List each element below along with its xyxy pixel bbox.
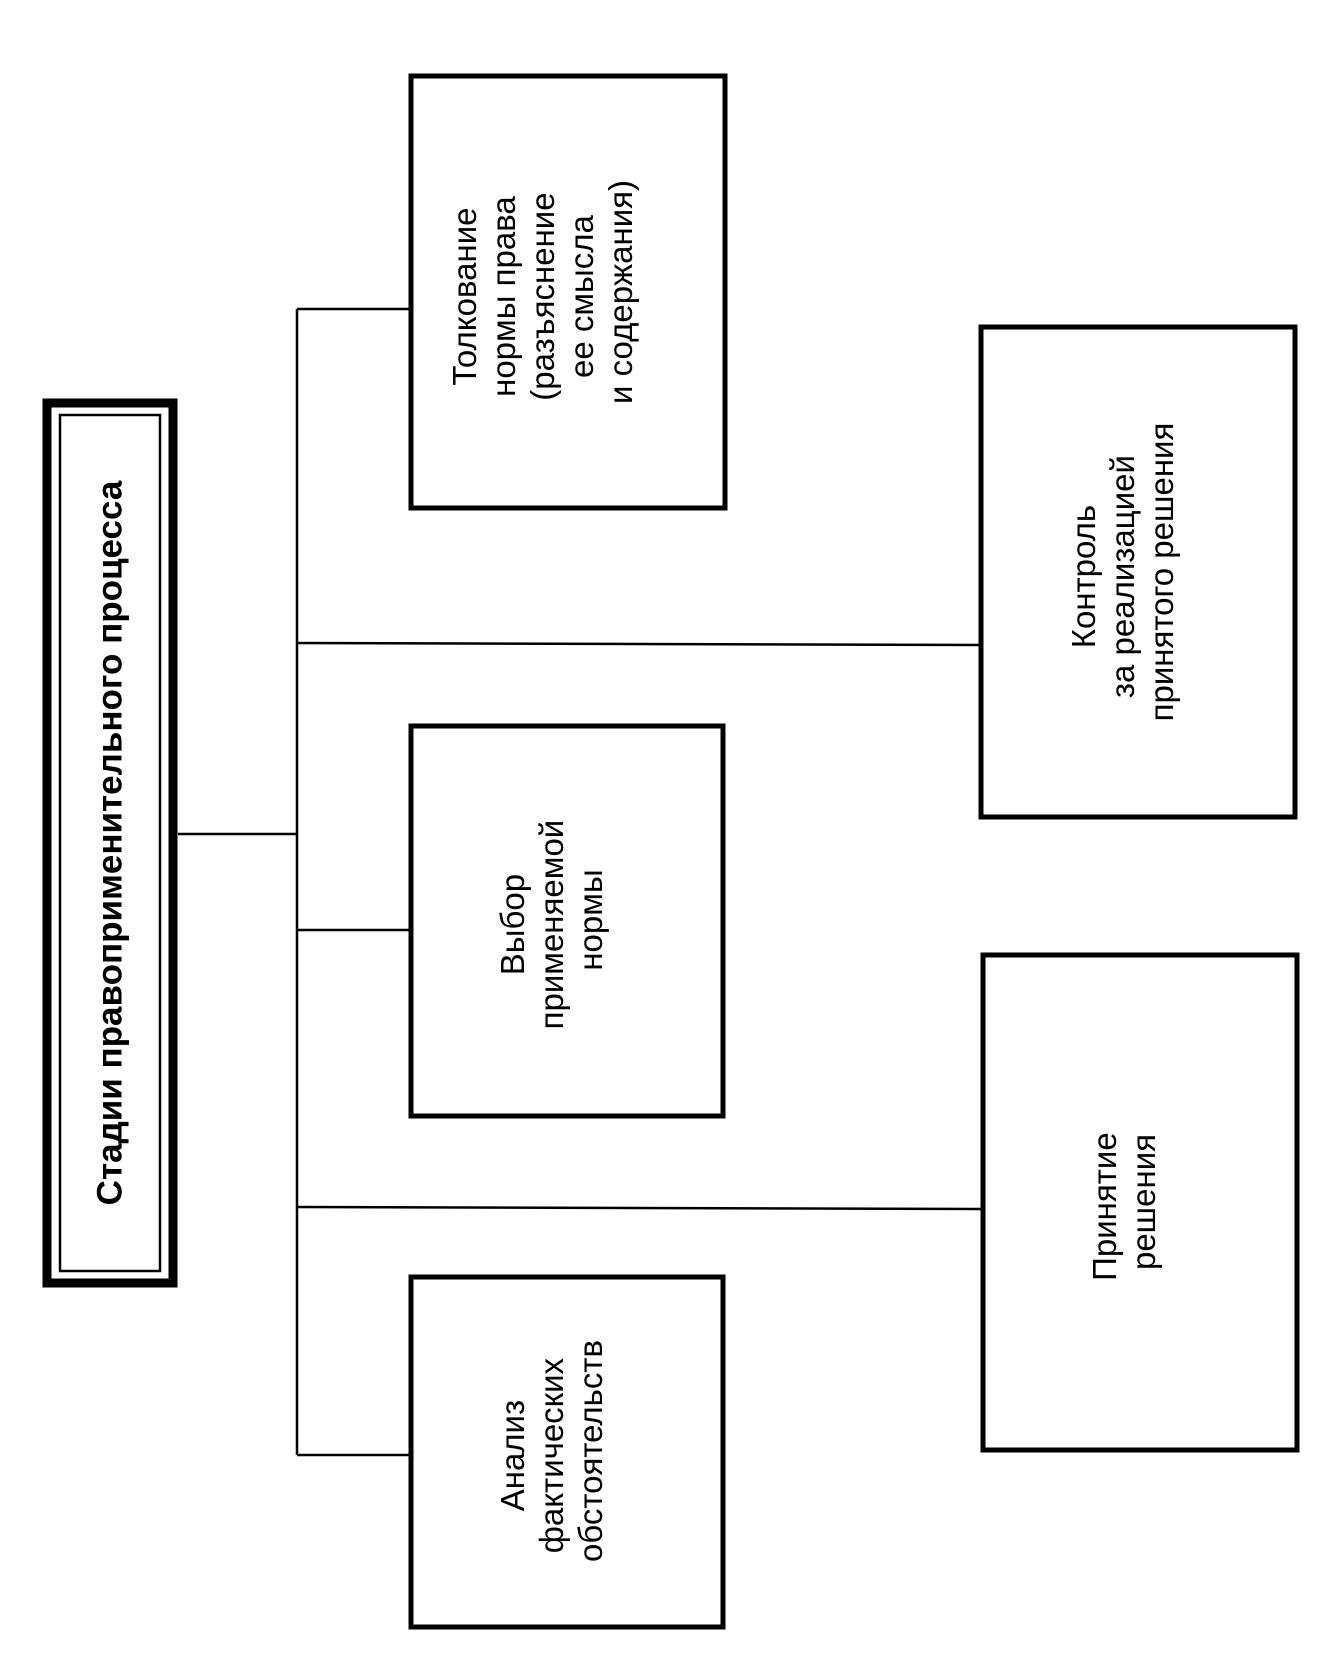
title-frame-inner: [58, 413, 162, 1273]
stage-interpretation-line: (разъяснение: [524, 192, 561, 400]
stage-control-label: Контроль за реализацией принятого решени…: [1065, 423, 1180, 722]
stage-choice-line: нормы: [572, 869, 609, 970]
stage-interpretation-line: ее смысла: [563, 214, 600, 378]
stage-decision-line: решения: [1125, 1134, 1162, 1270]
stage-decision-label: Принятие решения: [1086, 1123, 1162, 1281]
stage-control-line: Контроль: [1065, 505, 1102, 648]
stage-control: Контроль за реализацией принятого решени…: [978, 324, 1298, 820]
stage-choice-box: [408, 723, 726, 1119]
stage-control-box: [978, 324, 1298, 820]
connector-control: [296, 641, 982, 647]
stage-choice-line: Выбор: [494, 874, 531, 975]
diagram-title: Стадии правоприменительного процесса: [91, 480, 130, 1205]
stage-interpretation: Толкование нормы права (разъяснение ее с…: [408, 73, 728, 511]
stage-choice: Выбор применяемой нормы: [408, 723, 726, 1119]
stage-interpretation-line: Толкование: [446, 208, 483, 386]
stage-control-line: принятого решения: [1143, 423, 1180, 722]
stage-analysis: Анализ фактических обстоятельств: [408, 1274, 726, 1630]
stage-decision: Принятие решения: [980, 952, 1300, 1453]
stage-analysis-line: Анализ: [494, 1400, 531, 1511]
title-frame-outer: [42, 398, 178, 1288]
stage-choice-label: Выбор применяемой нормы: [494, 811, 609, 1030]
stage-analysis-label: Анализ фактических обстоятельств: [494, 1340, 609, 1562]
stage-interpretation-label: Толкование нормы права (разъяснение ее с…: [446, 180, 639, 404]
stage-interpretation-line: нормы права: [485, 196, 522, 397]
connector-decision: [296, 1205, 984, 1211]
stage-control-line: за реализацией: [1104, 455, 1141, 698]
stage-decision-line: Принятие: [1086, 1132, 1123, 1281]
stage-decision-box: [980, 952, 1300, 1453]
stage-analysis-line: фактических: [533, 1357, 570, 1553]
stage-interpretation-line: и содержания): [602, 180, 639, 404]
stage-interpretation-box: [408, 73, 728, 511]
title-box: Стадии правоприменительного процесса: [42, 398, 178, 1288]
stage-analysis-box: [408, 1274, 726, 1630]
stage-choice-line: применяемой: [533, 820, 570, 1030]
stage-analysis-line: обстоятельств: [572, 1340, 609, 1562]
connectors: [178, 307, 984, 1457]
